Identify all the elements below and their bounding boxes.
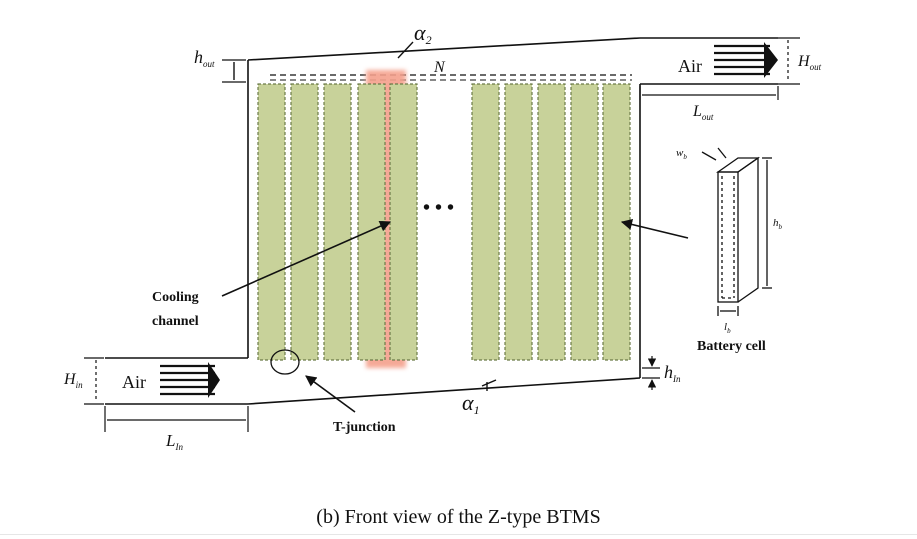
svg-text:α2: α2 xyxy=(414,20,432,47)
h-b-label: hb xyxy=(773,217,783,231)
L-in-dimension: LIn xyxy=(104,406,249,452)
alpha2-annotation: α2 xyxy=(397,20,432,59)
battery-cell xyxy=(602,83,631,361)
battery-cell xyxy=(323,83,352,361)
w-b-label: wb xyxy=(676,147,687,161)
svg-text:hIn: hIn xyxy=(664,362,681,384)
h-out-dimension: hout xyxy=(194,47,246,83)
battery-cell xyxy=(389,83,418,361)
L-out-dimension: Lout xyxy=(639,86,779,122)
battery-cell xyxy=(504,83,533,361)
battery-cell xyxy=(357,83,386,361)
l-b-label: lb xyxy=(724,321,731,335)
svg-text:Lout: Lout xyxy=(692,103,714,122)
h-in-dimension: hIn xyxy=(642,356,681,390)
H-out-dimension: Hout xyxy=(778,37,822,85)
divider xyxy=(0,534,917,535)
battery-cell xyxy=(257,83,286,361)
svg-text:T-junction: T-junction xyxy=(333,420,396,435)
battery-cell xyxy=(570,83,599,361)
svg-text:α1: α1 xyxy=(462,390,480,417)
manifold-outline xyxy=(105,37,778,405)
figure-caption: (b) Front view of the Z-type BTMS xyxy=(316,506,601,528)
svg-text:channel: channel xyxy=(152,314,199,329)
battery-cell-detail xyxy=(701,147,772,316)
air-inlet: Air xyxy=(122,362,220,398)
battery-cell-group-left xyxy=(257,83,418,361)
svg-text:LIn: LIn xyxy=(165,431,183,452)
air-outlet: Air xyxy=(678,42,778,78)
ellipsis: • • • xyxy=(423,197,454,219)
t-junction-callout: T-junction xyxy=(270,349,396,435)
svg-text:Air: Air xyxy=(122,372,146,392)
svg-text:Cooling: Cooling xyxy=(152,290,199,305)
battery-cell-label: Battery cell xyxy=(697,339,766,354)
battery-cell-group-right xyxy=(471,83,631,361)
svg-text:hout: hout xyxy=(194,47,215,69)
alpha1-annotation: α1 xyxy=(462,379,497,417)
svg-text:Hin: Hin xyxy=(63,371,83,390)
svg-text:Air: Air xyxy=(678,56,702,76)
svg-text:Hout: Hout xyxy=(797,53,822,72)
H-in-dimension: Hin xyxy=(63,357,104,405)
battery-cell xyxy=(290,83,319,361)
battery-cell xyxy=(537,83,566,361)
cooling-channel-callout: Cooling channel xyxy=(152,220,392,329)
n-channels-label: N xyxy=(433,59,446,76)
battery-cell-callout xyxy=(620,218,689,239)
battery-cell xyxy=(471,83,500,361)
